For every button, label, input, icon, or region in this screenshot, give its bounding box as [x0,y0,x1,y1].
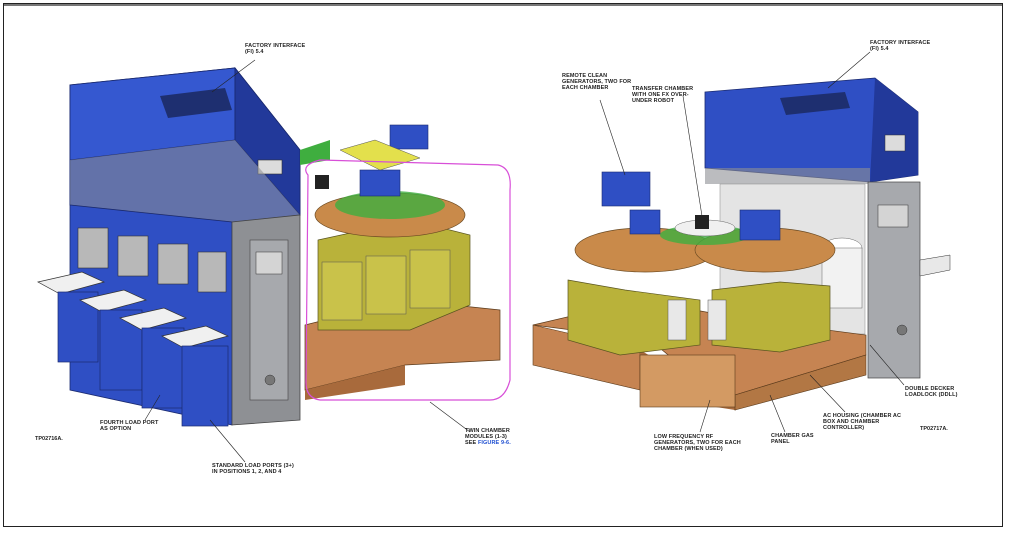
twin-chamber-text: TWIN CHAMBER MODULES (1-3) SEE [465,428,510,447]
label-remote-clean-generators: REMOTE CLEAN GENERATORS, TWO FOR EACH CH… [562,73,632,92]
label-low-frequency-rf: LOW FREQUENCY RF GENERATORS, TWO FOR EAC… [654,434,741,453]
label-twin-chamber-modules: TWIN CHAMBER MODULES (1-3) SEE Figure 9-… [465,428,511,447]
label-factory-interface-right: FACTORY INTERFACE (FI) 5.4 [870,40,931,53]
figure-code-left: TP02716A. [35,436,63,442]
label-chamber-gas-panel: CHAMBER GAS PANEL [771,433,814,446]
left-highlight-outline [305,159,511,401]
left-leader-lines [144,59,471,463]
label-ac-housing: AC HOUSING (CHAMBER AC BOX AND CHAMBER C… [823,413,902,432]
label-fourth-load-port: FOURTH LOAD PORT AS OPTION [100,420,159,433]
left-factory-interface [69,66,301,223]
label-factory-interface-left: FACTORY INTERFACE (FI) 5.4 [245,43,306,56]
right-tool-illustration [532,51,951,433]
label-transfer-chamber: TRANSFER CHAMBER WITH ONE FX OVER- UNDER… [632,86,694,105]
figure-ref-link[interactable]: Figure 9-6. [477,440,511,447]
left-tool-illustration [37,59,511,463]
label-standard-load-ports: STANDARD LOAD PORTS (3+) IN POSITIONS 1,… [212,463,294,476]
right-twin-chambers [567,171,836,356]
left-twin-chamber-modules [300,124,501,400]
figure-code-right: TP02717A. [920,426,948,432]
label-double-decker-loadlock: DOUBLE DECKER LOADLOCK (DDLL) [905,386,958,399]
left-load-ports [37,271,230,427]
right-leader-lines [599,51,905,433]
top-rule [4,4,1002,6]
